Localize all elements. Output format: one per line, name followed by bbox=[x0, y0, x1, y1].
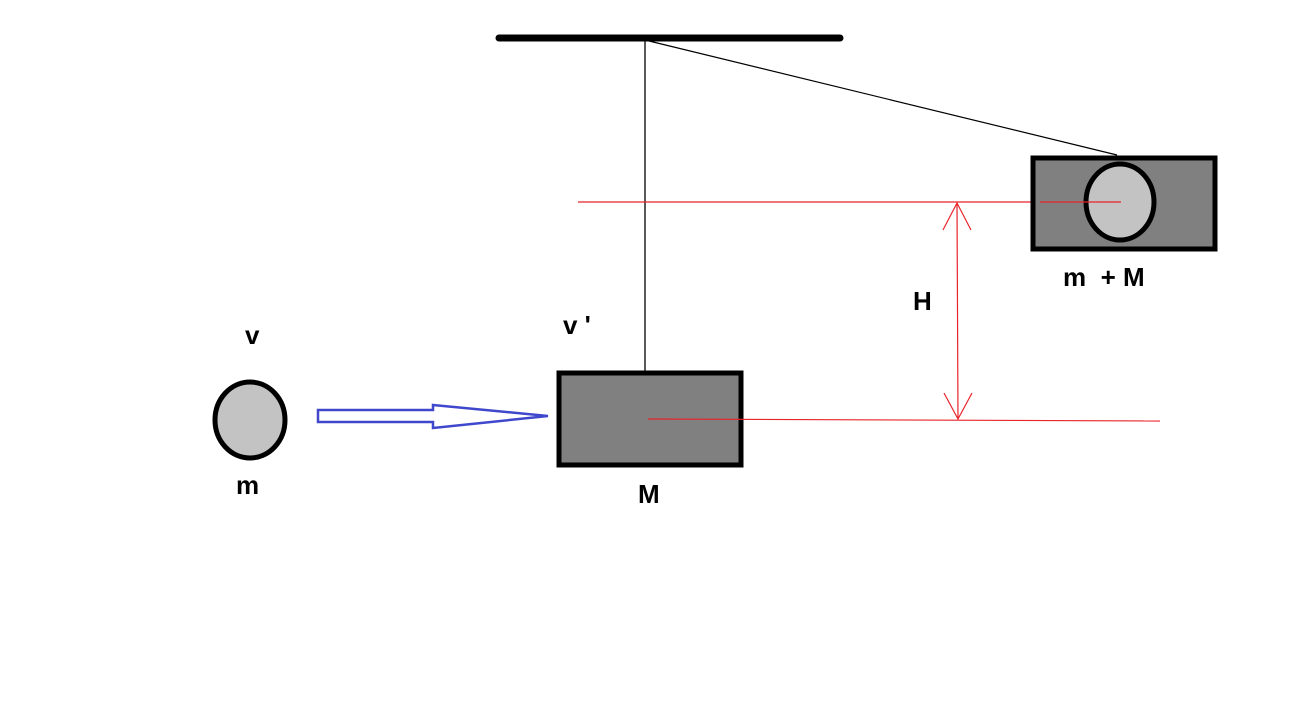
block-velocity-label: v ' bbox=[563, 310, 591, 340]
height-label: H bbox=[913, 286, 932, 316]
height-arrow bbox=[942, 201, 973, 421]
ball-mass-label: m bbox=[236, 470, 259, 500]
ball-velocity-label: v bbox=[245, 320, 260, 350]
swung-string bbox=[644, 39, 1118, 156]
combined-mass-label: m + M bbox=[1063, 262, 1145, 292]
velocity-arrow bbox=[316, 403, 549, 430]
bottom-reference-line bbox=[647, 418, 1161, 422]
ball bbox=[212, 379, 288, 461]
block-mass-label: M bbox=[638, 479, 660, 509]
